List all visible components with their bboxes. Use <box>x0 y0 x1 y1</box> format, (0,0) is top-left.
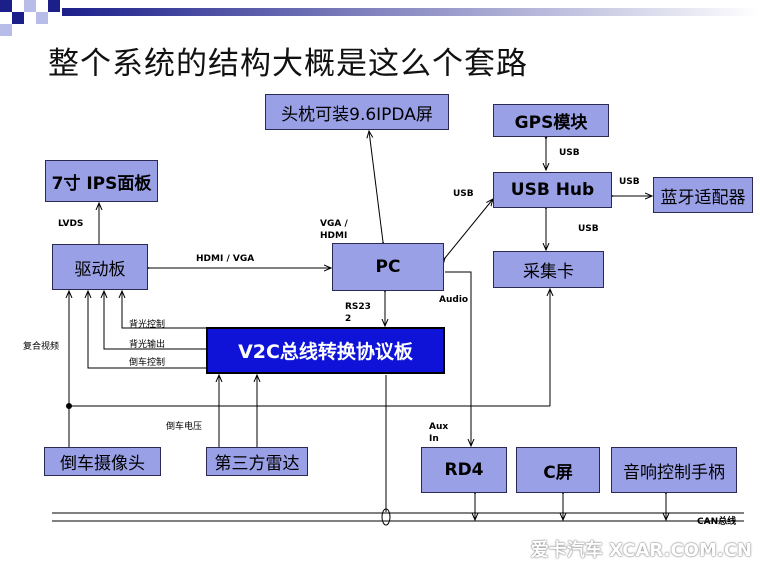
label-vga-1: VGA / <box>320 219 348 229</box>
headrest-display-box: 头枕可装9.6IPDA屏 <box>265 94 449 130</box>
label-usb-pc: USB <box>453 189 474 199</box>
reverse-camera-box: 倒车摄像头 <box>44 447 161 476</box>
label-aux-1: Aux <box>429 422 449 432</box>
watermark: 爱卡汽车 XCAR.COM.CN <box>530 540 752 561</box>
label-backlight-control: 背光控制 <box>129 320 166 330</box>
label-can-bus: CAN总线 <box>697 517 737 527</box>
rd4-box: RD4 <box>421 447 507 493</box>
third-party-radar-box: 第三方雷达 <box>206 447 308 476</box>
label-usb-capture: USB <box>578 224 599 234</box>
header-decoration <box>0 0 760 36</box>
page-title: 整个系统的结构大概是这么个套路 <box>48 46 528 82</box>
label-reverse-voltage: 倒车电压 <box>166 422 203 432</box>
label-lvds: LVDS <box>58 219 84 229</box>
driver-board-box: 驱动板 <box>52 244 148 290</box>
pc-box: PC <box>332 243 444 291</box>
c-screen-box: C屏 <box>516 447 600 493</box>
gps-module-box: GPS模块 <box>493 104 609 137</box>
ips-panel-box: 7寸 IPS面板 <box>45 160 158 202</box>
label-composite-video: 复合视频 <box>23 342 60 352</box>
label-rs232-2: 2 <box>345 314 352 324</box>
label-reverse-control: 倒车控制 <box>129 358 166 368</box>
audio-control-box: 音响控制手柄 <box>611 447 737 493</box>
label-usb-gps: USB <box>559 148 580 158</box>
label-backlight-output: 背光输出 <box>129 340 166 350</box>
capture-card-box: 采集卡 <box>493 251 604 288</box>
label-audio: Audio <box>439 295 469 305</box>
v2c-board-box: V2C总线转换协议板 <box>206 327 445 374</box>
label-vga-2: HDMI <box>320 231 348 241</box>
bluetooth-adapter-box: 蓝牙适配器 <box>653 177 753 213</box>
junction-dot <box>66 403 72 409</box>
label-hdmi-vga: HDMI / VGA <box>196 254 255 264</box>
label-aux-2: In <box>429 434 439 444</box>
label-rs232-1: RS23 <box>345 302 371 312</box>
label-usb-bt: USB <box>619 177 640 187</box>
usb-hub-box: USB Hub <box>493 172 612 208</box>
